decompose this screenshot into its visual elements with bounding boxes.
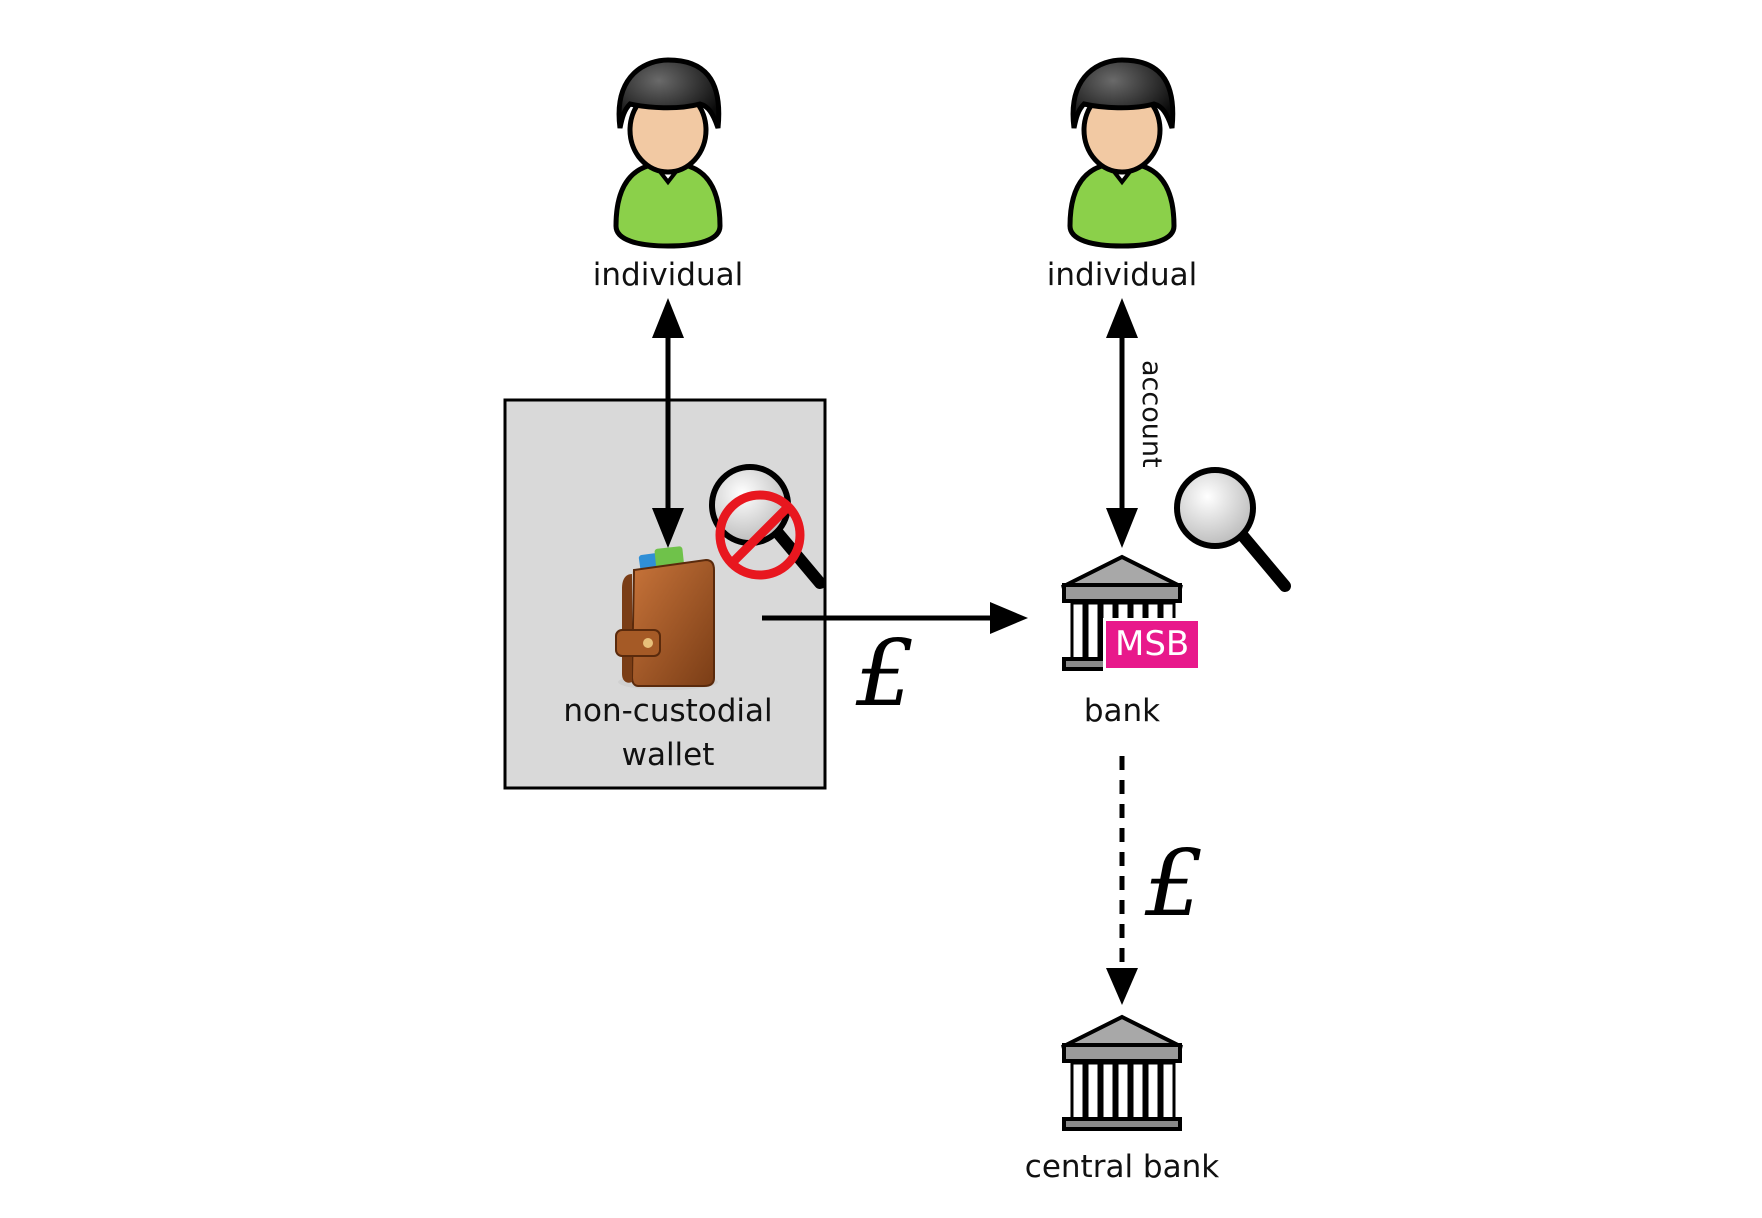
wallet-icon	[615, 546, 718, 690]
wallet-label-line2: wallet	[621, 737, 715, 773]
account-label: account	[1136, 360, 1167, 468]
no-entry-icon	[715, 490, 805, 580]
individual-left-label: individual	[592, 257, 744, 293]
central-bank-label: central bank	[1024, 1149, 1220, 1185]
person-icon-right	[1070, 60, 1174, 246]
arrow-wallet-bank	[762, 602, 1028, 634]
arrow-individual-bank	[1106, 298, 1138, 548]
pound-symbol-wallet-bank: £	[856, 620, 915, 727]
msb-badge: MSB	[1103, 618, 1202, 671]
arrow-individual-wallet	[652, 298, 684, 548]
person-icon-left	[616, 60, 720, 246]
pound-symbol-bank-central: £	[1145, 830, 1204, 937]
central-bank-icon	[1060, 1015, 1184, 1131]
magnifier-icon	[1177, 470, 1285, 586]
wallet-label-line1: non-custodial	[563, 693, 773, 729]
bank-label: bank	[1083, 693, 1161, 729]
individual-right-label: individual	[1046, 257, 1198, 293]
arrow-bank-central	[1106, 756, 1138, 1005]
